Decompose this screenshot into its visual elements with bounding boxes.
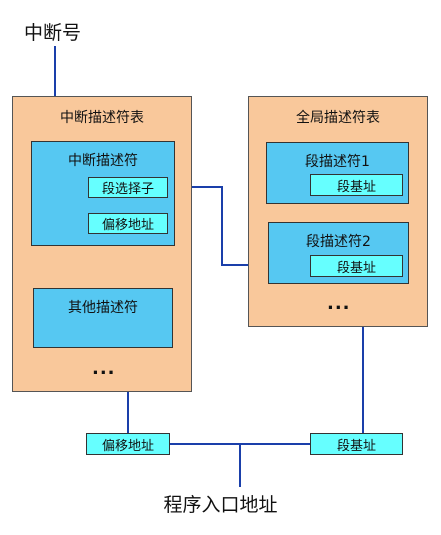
gdt-table: 全局描述符表 bbox=[248, 96, 428, 327]
segment-descriptor-2-title: 段描述符2 bbox=[306, 234, 371, 250]
offset-address-field: 偏移地址 bbox=[88, 213, 168, 234]
segment-selector-field: 段选择子 bbox=[88, 177, 168, 198]
bottom-segment-base: 段基址 bbox=[310, 433, 403, 455]
other-descriptor-title: 其他描述符 bbox=[68, 300, 138, 316]
segment-descriptor-1-title: 段描述符1 bbox=[305, 154, 370, 170]
gdt-title: 全局描述符表 bbox=[296, 110, 380, 126]
interrupt-descriptor-title: 中断描述符 bbox=[68, 153, 138, 169]
idt-ellipsis: ... bbox=[92, 358, 116, 379]
entry-address-label: 程序入口地址 bbox=[163, 494, 278, 516]
idt-title: 中断描述符表 bbox=[60, 110, 144, 126]
other-descriptor: 其他描述符 bbox=[33, 288, 173, 348]
segment-base-2-field: 段基址 bbox=[310, 255, 403, 277]
bottom-offset-address: 偏移地址 bbox=[86, 433, 170, 455]
interrupt-number-label: 中断号 bbox=[24, 22, 82, 44]
segment-base-1-field: 段基址 bbox=[310, 174, 403, 196]
gdt-ellipsis: ... bbox=[327, 293, 351, 314]
